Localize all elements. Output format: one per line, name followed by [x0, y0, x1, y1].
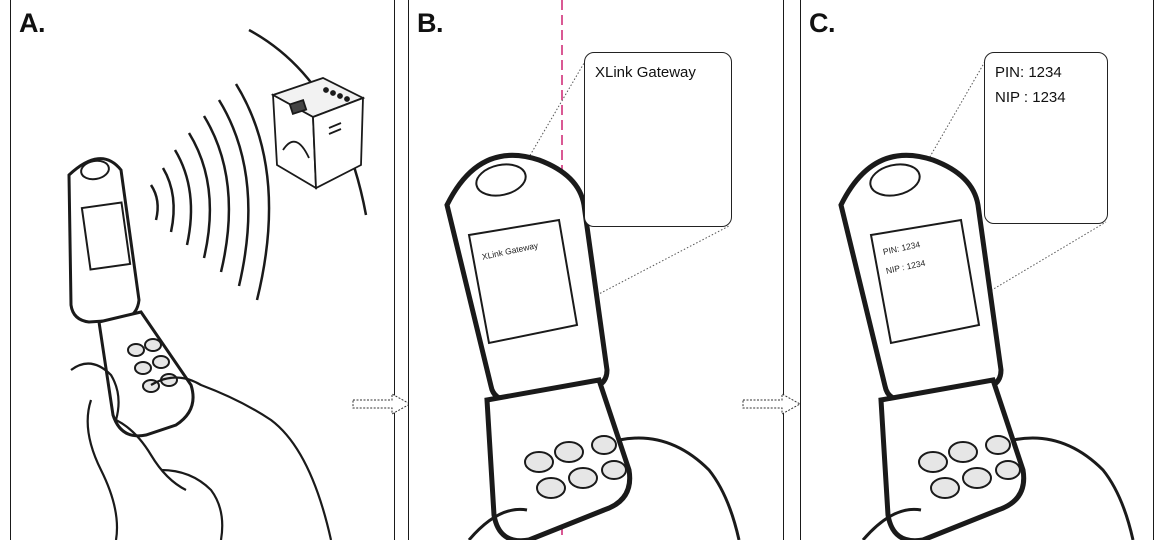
callout-line-pin: PIN: 1234 — [995, 61, 1097, 86]
panel-label-c: C. — [809, 8, 835, 39]
callout-box: PIN: 1234 NIP : 1234 — [984, 52, 1108, 224]
arrow-right-icon — [352, 392, 412, 416]
panel-label-a: A. — [19, 8, 45, 39]
callout-box: XLink Gateway — [584, 52, 732, 227]
panel-c: C. PIN: 1234 NIP : 1234 PIN: 1234 NIP : … — [800, 0, 1154, 540]
panel-b: B. XLink Gateway XLink Gateway — [408, 0, 784, 540]
panel-label-b: B. — [417, 8, 443, 39]
panel-a: A. — [10, 0, 395, 540]
arrow-right-icon — [742, 392, 802, 416]
gateway-device-icon — [273, 78, 363, 188]
callout-line-nip: NIP : 1234 — [995, 86, 1097, 111]
panel-a-illustration — [11, 0, 395, 540]
